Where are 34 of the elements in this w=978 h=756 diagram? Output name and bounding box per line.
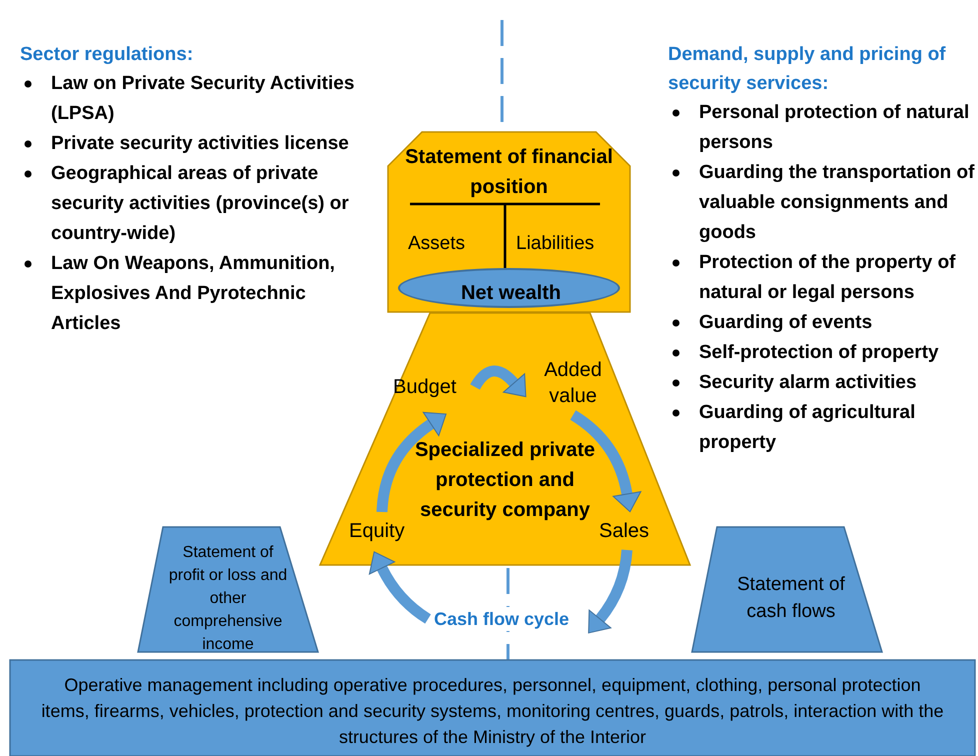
trapezoid-panel: [692, 527, 882, 652]
bullet-item: Guarding of agricultural property: [699, 401, 916, 455]
node-text: Statement of cash flows: [736, 573, 846, 624]
bullet-item: Law On Weapons, Ammunition, Explosives And Pyrotechnic Articles: [51, 252, 336, 336]
panel-title: Statement of financial position: [404, 145, 614, 200]
trapezoid-panel: [320, 313, 690, 565]
arrow: [369, 551, 431, 624]
bullet-item: Guarding the transportation of valuable consignments and goods: [699, 161, 976, 245]
bullet-item: Security alarm activities: [699, 371, 918, 395]
cycle-label: Added value: [538, 357, 608, 409]
bullet-item: Protection of the property of natural or legal persons: [699, 251, 956, 305]
trapezoid-panel: [138, 527, 318, 652]
bullet-item: Geographical areas of private security activities (province(s) or country-wide): [51, 162, 350, 246]
account-label: Assets: [408, 232, 466, 256]
arrow: [570, 410, 642, 512]
banner-panel: [10, 660, 975, 756]
octagon-panel: [388, 132, 630, 312]
node-label: Cash flow cycle: [434, 609, 570, 629]
bullet-item: Guarding of events: [699, 311, 874, 335]
arrow: [470, 366, 527, 397]
node-text: Statement of profit or loss and other comprehensive income: [168, 543, 288, 655]
bullet-item: Private security activities license: [51, 132, 350, 156]
company-title: Specialized private protection and security company: [414, 438, 596, 523]
account-label: Liabilities: [516, 232, 596, 256]
bullet-item: Law on Private Security Activities (LPSA): [51, 72, 356, 126]
cycle-label: Sales: [599, 518, 655, 544]
node-text: Operative management including operative procedures, personnel, equipment, clothing, personal protection items, firearms, vehicles, protection and security systems, monitoring centres, guards, patrols, interaction with the structures of the Ministry of the Interior: [40, 674, 945, 749]
node-text: Net wealth: [460, 281, 562, 306]
bullet-item: Self-protection of property: [699, 341, 940, 365]
section-heading: Demand, supply and pricing of security services:: [668, 43, 947, 96]
bullet-item: Personal protection of natural persons: [699, 101, 970, 155]
arrow: [376, 412, 446, 512]
section-heading: Sector regulations:: [20, 43, 194, 67]
cycle-label: Equity: [349, 518, 415, 544]
